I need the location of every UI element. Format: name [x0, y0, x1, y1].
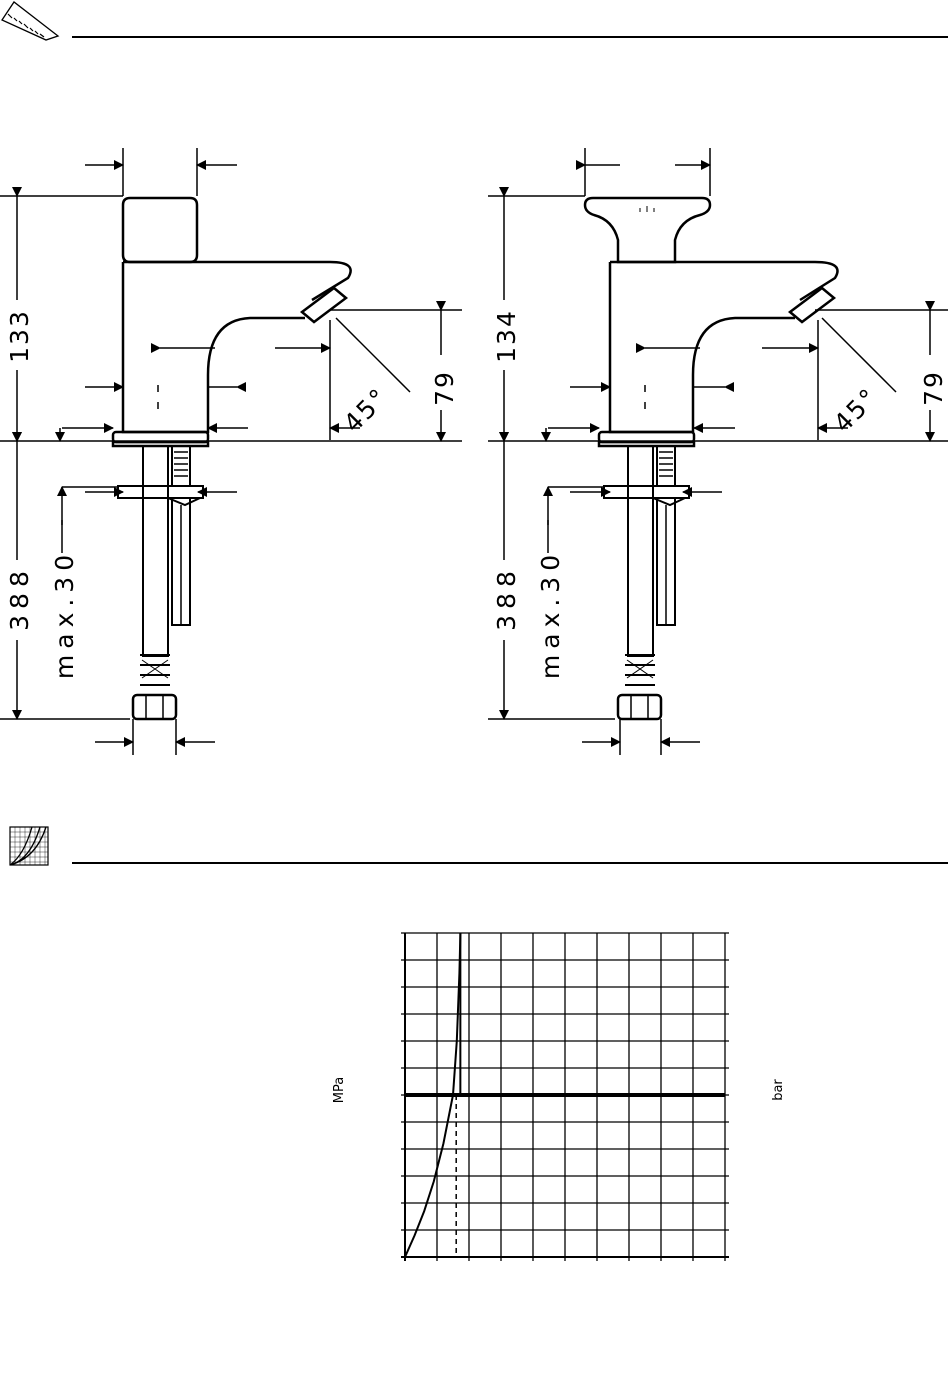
faucet-drawing-right [585, 198, 838, 719]
angle-label: 45° [338, 382, 394, 438]
height-above-label: 133 [5, 309, 34, 363]
y-axis-label-right: bar [771, 1079, 786, 1101]
height-below-label: 388 [492, 565, 521, 631]
angle-label: 45° [828, 382, 884, 438]
spout-height-label: 79 [430, 370, 459, 406]
faucet-drawing-left [113, 198, 351, 719]
flow-chart-icon [10, 827, 48, 865]
max-thickness-label: max.30 [50, 549, 79, 679]
ruler-icon [2, 2, 58, 40]
y-axis-label-left: MPa [332, 1077, 347, 1103]
spout-height-label: 79 [919, 370, 948, 406]
dimension-labels-right: 134 79 45° 388 max.30 [492, 309, 948, 679]
height-above-label: 134 [492, 309, 521, 363]
height-below-label: 388 [5, 565, 34, 631]
max-thickness-label: max.30 [536, 549, 565, 679]
flow-rate-chart: MPa bar [332, 933, 786, 1261]
dimension-labels-left: 133 79 45° 388 max.30 [5, 309, 459, 679]
